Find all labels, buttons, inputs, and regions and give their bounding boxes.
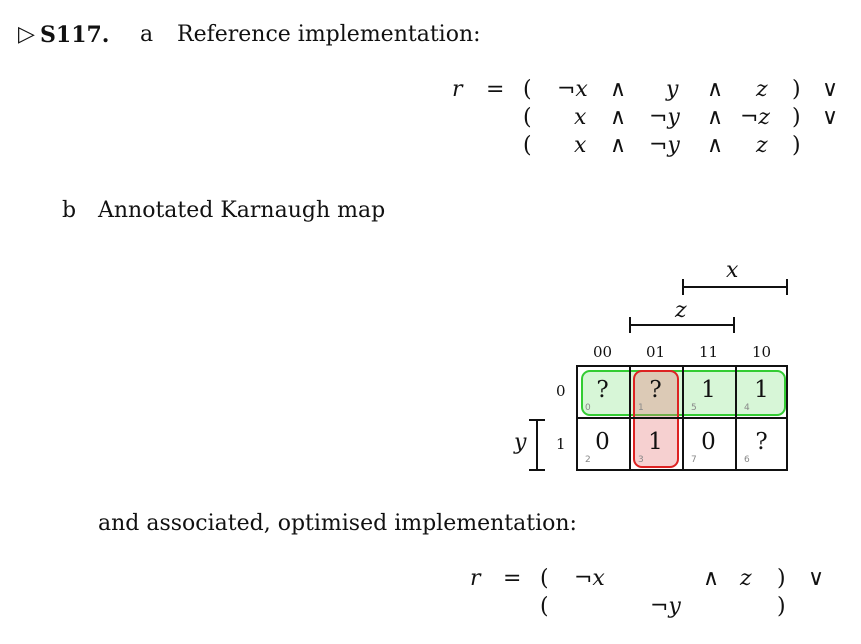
kmap-grid-line	[576, 365, 788, 367]
kmap-y-bracket-top-tick	[529, 419, 545, 421]
ref-row3-t2: ¬y	[649, 133, 680, 158]
kmap-z-label: z	[675, 298, 687, 323]
opt-row1-close: )	[777, 566, 786, 591]
part-a-label: a	[140, 22, 154, 47]
kmap-cell-value: 1	[701, 377, 716, 403]
triangle-marker-icon: ▷	[18, 22, 35, 47]
kmap-cell-value: ?	[755, 429, 768, 455]
ref-row1-t1: ¬x	[557, 77, 588, 102]
kmap-row-header-1: 1	[556, 435, 566, 453]
opt-row2-t2: ¬y	[650, 594, 681, 619]
kmap-col-header-11: 11	[698, 343, 719, 361]
kmap-col-header-00: 00	[592, 343, 613, 361]
kmap-y-bracket-bottom-tick	[529, 469, 545, 471]
ref-row1-t3: z	[756, 77, 768, 102]
opt-lhs: r	[470, 566, 481, 591]
ref-row3-t1: x	[574, 133, 587, 158]
solution-label: S117.	[40, 22, 110, 48]
kmap-y-bracket	[536, 419, 538, 471]
kmap-grid: ? 0 ? 1 1 5 1 4 0 2 1 3 0 7 ? 6	[576, 365, 788, 471]
opt-row1-t1: ¬x	[574, 566, 605, 591]
ref-row2-t3: ¬z	[740, 105, 771, 130]
part-a-text: Reference implementation:	[177, 22, 481, 47]
ref-row1-op2: ∧	[707, 77, 724, 102]
kmap-cell-index: 6	[744, 455, 750, 465]
kmap-x-bracket	[682, 286, 788, 288]
ref-row2-op1: ∧	[610, 105, 627, 130]
ref-row2-t2: ¬y	[649, 105, 680, 130]
ref-row1-close: )	[792, 77, 801, 102]
kmap-grid-line	[576, 417, 788, 419]
kmap-cell-index: 3	[638, 455, 644, 465]
kmap-cell-value: 1	[754, 377, 769, 403]
ref-row2-op2: ∧	[707, 105, 724, 130]
ref-row1-open: (	[523, 77, 532, 102]
opt-row1-op: ∧	[703, 566, 720, 591]
ref-row2-open: (	[523, 105, 532, 130]
kmap-cell-value: 0	[595, 429, 610, 455]
kmap-cell-index: 2	[585, 455, 591, 465]
kmap-cell-value: ?	[649, 377, 662, 403]
assoc-text: and associated, optimised implementation…	[98, 511, 577, 536]
kmap-col-header-10: 10	[751, 343, 772, 361]
kmap-cell-index: 1	[638, 403, 644, 413]
ref-row3-op1: ∧	[610, 133, 627, 158]
kmap-cell-index: 4	[744, 403, 750, 413]
kmap-cell-index: 0	[585, 403, 591, 413]
kmap-cell-value: ?	[596, 377, 609, 403]
kmap-cell-index: 7	[691, 455, 697, 465]
ref-row3-open: (	[523, 133, 532, 158]
ref-row2-close: )	[792, 105, 801, 130]
kmap-cell-index: 5	[691, 403, 697, 413]
kmap-cell-value: 1	[648, 429, 663, 455]
ref-row1-t2: y	[666, 77, 679, 102]
ref-row3-t3: z	[756, 133, 768, 158]
kmap-z-bracket	[629, 324, 735, 326]
part-b-text: Annotated Karnaugh map	[98, 198, 386, 223]
kmap-row-header-0: 0	[556, 382, 566, 400]
kmap-col-header-01: 01	[645, 343, 666, 361]
kmap-x-bracket-right-tick	[786, 279, 788, 295]
ref-row1-join: ∨	[822, 77, 839, 102]
kmap-z-bracket-left-tick	[629, 317, 631, 333]
kmap-grid-line	[576, 469, 788, 471]
opt-row2-close: )	[777, 594, 786, 619]
kmap-cell-value: 0	[701, 429, 716, 455]
kmap-y-label: y	[514, 430, 527, 455]
ref-lhs: r	[452, 77, 463, 102]
opt-row2-open: (	[540, 594, 549, 619]
ref-row3-close: )	[792, 133, 801, 158]
opt-row1-open: (	[540, 566, 549, 591]
kmap-z-bracket-right-tick	[733, 317, 735, 333]
part-b-label: b	[62, 198, 77, 223]
opt-eq: =	[503, 566, 522, 591]
kmap-group-red	[633, 370, 679, 468]
kmap-x-bracket-left-tick	[682, 279, 684, 295]
ref-row1-op1: ∧	[610, 77, 627, 102]
opt-row1-join: ∨	[808, 566, 825, 591]
ref-row3-op2: ∧	[707, 133, 724, 158]
ref-row2-join: ∨	[822, 105, 839, 130]
ref-eq: =	[486, 77, 505, 102]
kmap-x-label: x	[726, 258, 739, 283]
opt-row1-t3: z	[740, 566, 752, 591]
ref-row2-t1: x	[574, 105, 587, 130]
